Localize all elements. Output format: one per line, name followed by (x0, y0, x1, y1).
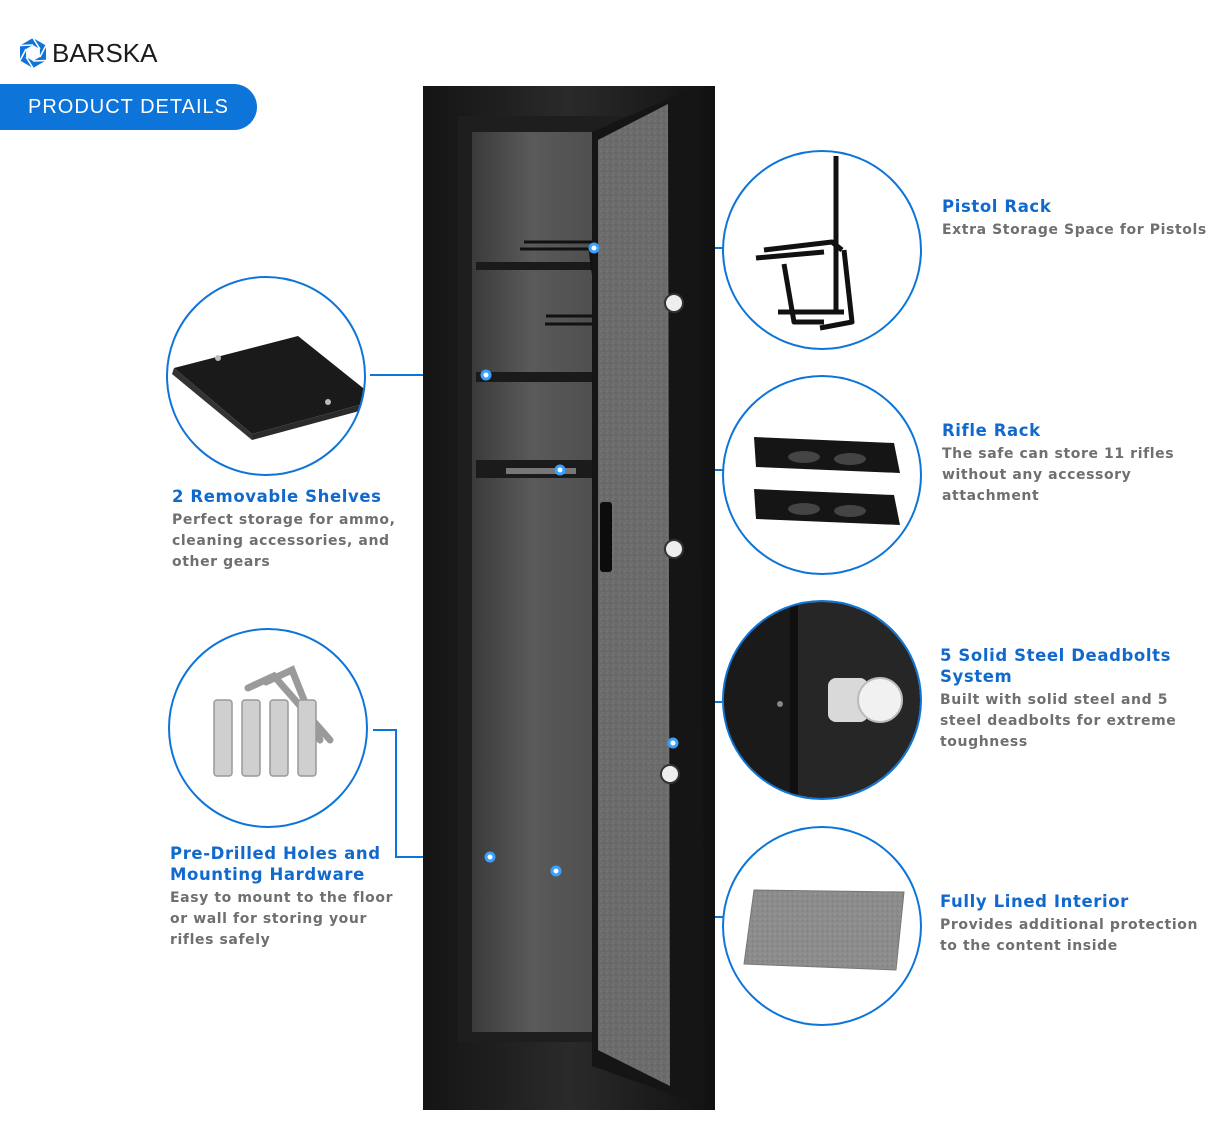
pistol-rack-icon (755, 156, 855, 331)
shelf-callout (166, 276, 366, 476)
feature-title: 2 Removable Shelves (172, 487, 382, 506)
feature-rifle-rack: Rifle Rack The safe can store 11 rifles … (942, 420, 1207, 507)
pistol-rack-callout (722, 150, 922, 350)
feature-title: Rifle Rack (942, 421, 1041, 440)
felt-lining-icon (743, 889, 905, 971)
gun-safe (423, 86, 715, 1110)
feature-pistol-rack: Pistol Rack Extra Storage Space for Pist… (942, 196, 1207, 241)
mounting-hardware-icon (213, 665, 334, 777)
feature-description: Easy to mount to the floor or wall for s… (170, 890, 394, 948)
shelf-icon (172, 336, 364, 440)
deadbolt-icon (724, 602, 920, 798)
feature-description: Built with solid steel and 5 steel deadb… (940, 692, 1177, 750)
felt-lining-callout (722, 826, 922, 1026)
feature-lining: Fully Lined Interior Provides additional… (940, 891, 1205, 957)
feature-title: 5 Solid Steel Deadbolts System (940, 646, 1172, 686)
feature-deadbolts: 5 Solid Steel Deadbolts System Built wit… (940, 645, 1208, 753)
feature-shelves: 2 Removable Shelves Perfect storage for … (172, 486, 402, 573)
brand-name: BARSKA (52, 38, 158, 68)
feature-description: Provides additional protection to the co… (940, 917, 1199, 954)
rifle-rack-icon (754, 437, 900, 525)
rifle-rack-callout (722, 375, 922, 575)
feature-title: Pre-Drilled Holes and Mounting Hardware (170, 844, 381, 884)
feature-title: Fully Lined Interior (940, 892, 1129, 911)
feature-description: Extra Storage Space for Pistols (942, 222, 1207, 238)
deadbolt-callout (722, 600, 922, 800)
product-details-banner: PRODUCT DETAILS (0, 84, 257, 130)
feature-title: Pistol Rack (942, 197, 1052, 216)
feature-description: Perfect storage for ammo, cleaning acces… (172, 512, 396, 570)
feature-mounting: Pre-Drilled Holes and Mounting Hardware … (170, 843, 402, 951)
barska-aperture-icon (19, 37, 47, 69)
brand-logo: BARSKA (16, 36, 158, 70)
mounting-hardware-callout (168, 628, 368, 828)
feature-description: The safe can store 11 rifles without any… (942, 446, 1175, 504)
